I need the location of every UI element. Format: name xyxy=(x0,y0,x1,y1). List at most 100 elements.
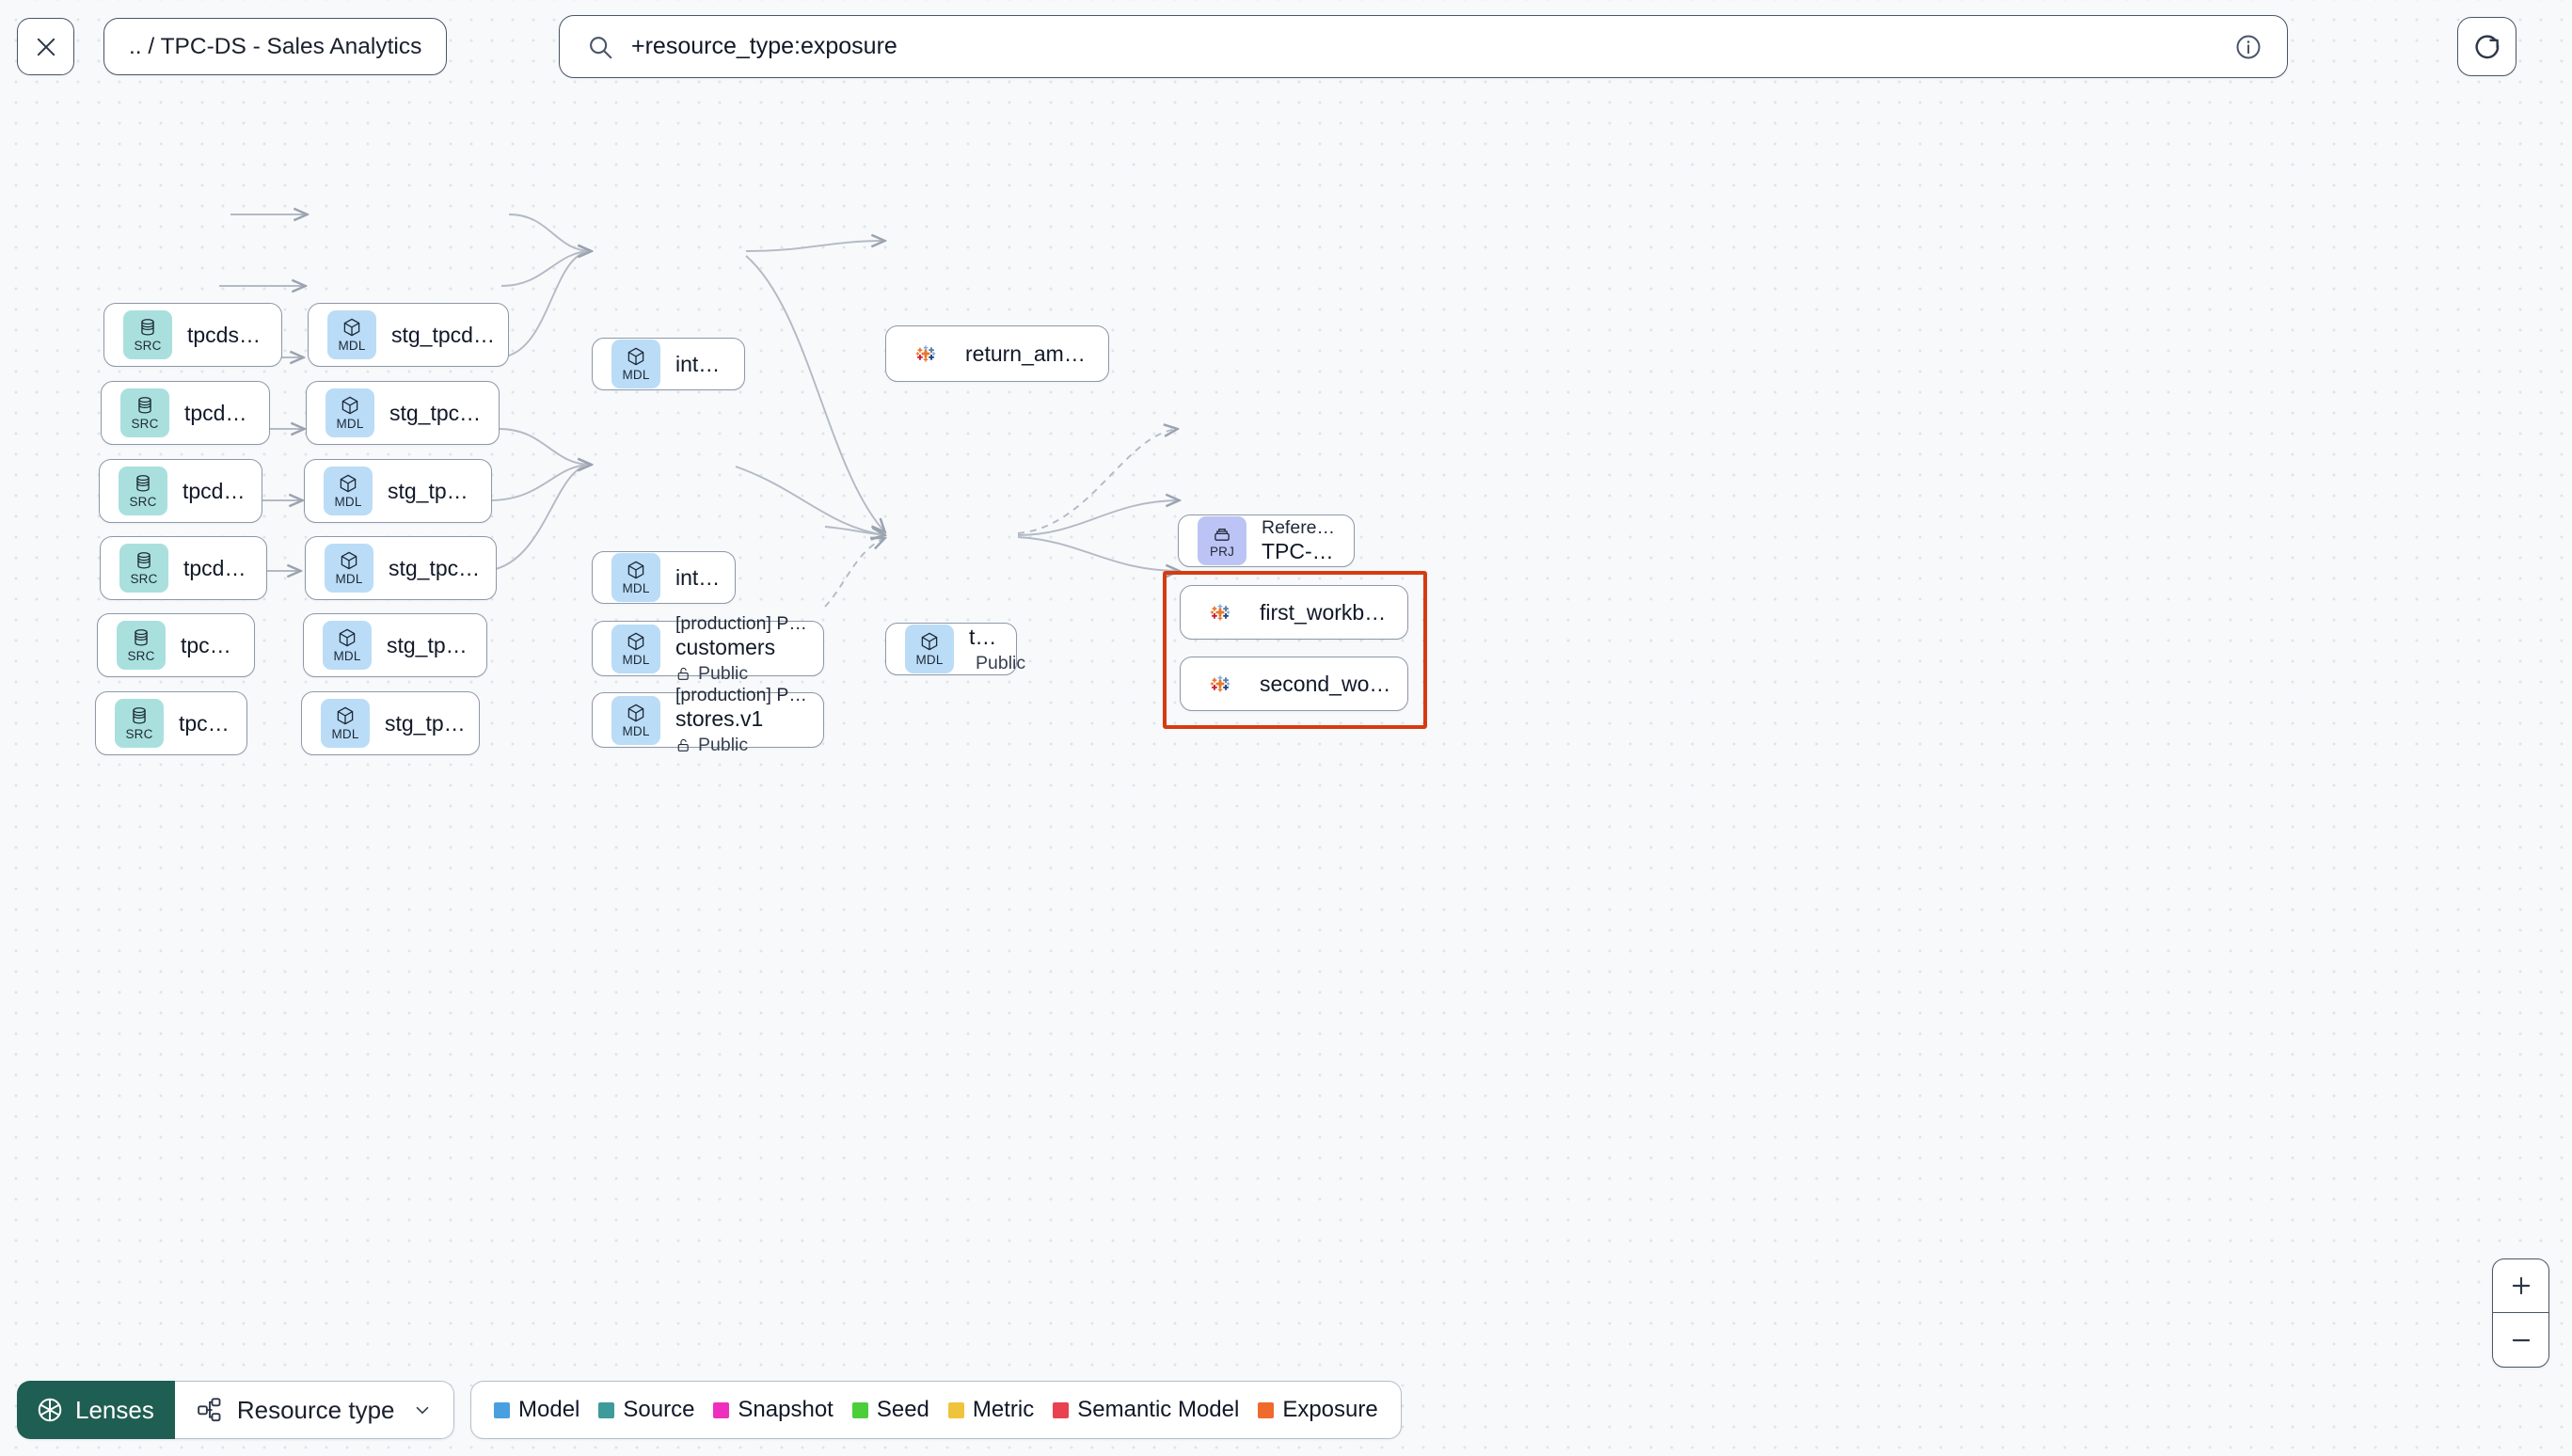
node-project-label: Referenced by xyxy=(1262,517,1341,538)
node-type-code: SRC xyxy=(129,495,157,510)
node-title: stg_tpcds_core__catalog_returns xyxy=(391,322,495,347)
lineage-node-return_amounts[interactable]: return_amounts_by_transaction_type xyxy=(885,325,1109,382)
breadcrumb[interactable]: .. / TPC-DS - Sales Analytics xyxy=(103,18,448,75)
node-labels: tpcds_core.web_returns xyxy=(183,479,262,504)
search-input[interactable] xyxy=(631,33,2234,60)
cube-icon xyxy=(627,347,644,366)
node-labels: stg_tpcds_core__web_sales xyxy=(385,711,479,736)
node-type-badge-mdl: MDL xyxy=(323,621,372,670)
lineage-node-stores_v1[interactable]: MDL[production] Project: TPC-DS - Core D… xyxy=(592,685,824,755)
node-type-badge-mdl: MDL xyxy=(611,553,660,602)
legend-item-metric[interactable]: Metric xyxy=(947,1397,1034,1423)
lenses-group: Lenses Resource type xyxy=(17,1381,454,1439)
legend-swatch xyxy=(494,1401,510,1418)
node-type-code: MDL xyxy=(333,649,361,664)
legend-label: Model xyxy=(518,1397,580,1422)
legend-item-exposure[interactable]: Exposure xyxy=(1258,1397,1378,1423)
node-type-code: SRC xyxy=(127,649,155,664)
lineage-node-int_sales_unioned[interactable]: MDL int_sales__unioned xyxy=(592,551,736,604)
legend-item-model[interactable]: Model xyxy=(494,1397,579,1423)
node-title: stores.v1 xyxy=(675,705,764,731)
cube-icon xyxy=(340,474,357,493)
node-visibility-label: Public xyxy=(698,662,749,684)
lineage-node-src_web_sales[interactable]: SRC tpcds_core.web_sales xyxy=(95,691,247,755)
node-title: tpcds_core.catalog_returns xyxy=(187,322,268,347)
node-type-badge-mdl: MDL xyxy=(324,467,373,515)
minus-icon xyxy=(2512,1338,2530,1341)
node-type-badge-exp xyxy=(1199,659,1241,708)
node-labels: stg_tpcds_core__web_returns xyxy=(388,479,491,504)
info-icon[interactable] xyxy=(2234,33,2262,61)
legend-label: Snapshot xyxy=(738,1397,834,1422)
node-title: stg_tpcds_core__web_sales xyxy=(385,710,466,736)
node-title: customers xyxy=(675,634,776,659)
node-title: TPC-DS - Core Data Models xyxy=(1262,539,1341,563)
breadcrumb-label: .. / TPC-DS - Sales Analytics xyxy=(129,33,422,59)
cube-icon xyxy=(339,628,356,647)
cube-icon xyxy=(627,561,644,579)
node-labels: int_sales__unioned xyxy=(675,565,735,591)
lineage-node-src_catalog_returns[interactable]: SRC tpcds_core.catalog_returns xyxy=(103,303,282,367)
legend-label: Seed xyxy=(876,1397,929,1422)
database-icon xyxy=(133,707,146,724)
close-icon xyxy=(37,38,55,55)
resource-type-dropdown[interactable]: Resource type xyxy=(174,1381,454,1439)
cube-icon xyxy=(627,704,644,722)
legend-item-source[interactable]: Source xyxy=(598,1397,694,1423)
legend-item-snapshot[interactable]: Snapshot xyxy=(713,1397,834,1423)
close-button[interactable] xyxy=(17,18,74,75)
node-title: int_returns__unioned xyxy=(675,351,731,376)
node-type-badge-src: SRC xyxy=(120,388,169,437)
lineage-node-second_workbook[interactable]: second_workbook_connected_to_live… xyxy=(1180,657,1408,711)
lineage-canvas[interactable]: SRCtpcds_core.catalog_returnsSRCtpcds_co… xyxy=(0,112,2572,1456)
cube-icon xyxy=(343,318,360,337)
node-labels: stg_tpcds_core__catalog_returns xyxy=(391,323,508,348)
lineage-node-src_store_sales[interactable]: SRC tpcds_core.store_sales xyxy=(97,613,255,677)
node-title: tpcds_core.web_sales xyxy=(179,710,233,736)
node-title: stg_tpcds_core__catalog_sales xyxy=(389,555,483,580)
node-visibility-label: Public xyxy=(698,734,749,755)
node-type-badge-src: SRC xyxy=(115,699,164,748)
nodes-icon xyxy=(198,1398,221,1422)
node-type-code: MDL xyxy=(334,495,362,510)
database-icon xyxy=(138,397,151,414)
refresh-icon xyxy=(2474,34,2499,58)
node-labels: second_workbook_connected_to_live… xyxy=(1260,672,1407,697)
lineage-node-customers[interactable]: MDL[production] Project: TPC-DS - Core D… xyxy=(592,613,824,684)
unlock-icon xyxy=(677,667,689,680)
node-type-badge-src: SRC xyxy=(119,467,167,515)
zoom-out-button[interactable] xyxy=(2493,1313,2548,1367)
legend-item-semantic-model[interactable]: Semantic Model xyxy=(1053,1397,1239,1423)
refresh-button[interactable] xyxy=(2457,17,2516,76)
chevron-down-icon xyxy=(416,1406,428,1415)
legend-swatch xyxy=(947,1401,964,1418)
node-visibility: Public xyxy=(675,663,810,685)
node-visibility: Public xyxy=(675,735,810,756)
search-icon xyxy=(590,36,612,58)
node-project-label: [production] Project: TPC-DS - Core Data… xyxy=(675,612,810,634)
node-type-code: SRC xyxy=(134,339,162,354)
lineage-node-transactions[interactable]: MDLtransactionsPublic xyxy=(885,623,1025,675)
legend-item-seed[interactable]: Seed xyxy=(851,1397,929,1423)
node-type-code: PRJ xyxy=(1209,545,1235,560)
search-bar[interactable] xyxy=(559,15,2288,78)
node-labels: tpcds_core.store_sales xyxy=(181,633,254,658)
lineage-node-first_workbook[interactable]: first_workbook_attached_to_tpc-ds_-_… xyxy=(1180,585,1408,640)
lineage-node-src_web_returns[interactable]: SRC tpcds_core.web_returns xyxy=(99,459,262,523)
lenses-button[interactable]: Lenses xyxy=(17,1381,175,1439)
node-type-badge-mdl: MDL xyxy=(905,625,954,673)
node-type-code: SRC xyxy=(131,417,159,432)
cube-icon xyxy=(337,706,354,725)
zoom-in-button[interactable] xyxy=(2493,1259,2548,1313)
lineage-node-referenced_by_project[interactable]: PRJ Referenced byTPC-DS - Core Data Model… xyxy=(1178,514,1355,567)
lineage-node-stg_web_returns[interactable]: MDL stg_tpcds_core__web_returns xyxy=(304,459,492,523)
node-type-code: MDL xyxy=(336,417,364,432)
